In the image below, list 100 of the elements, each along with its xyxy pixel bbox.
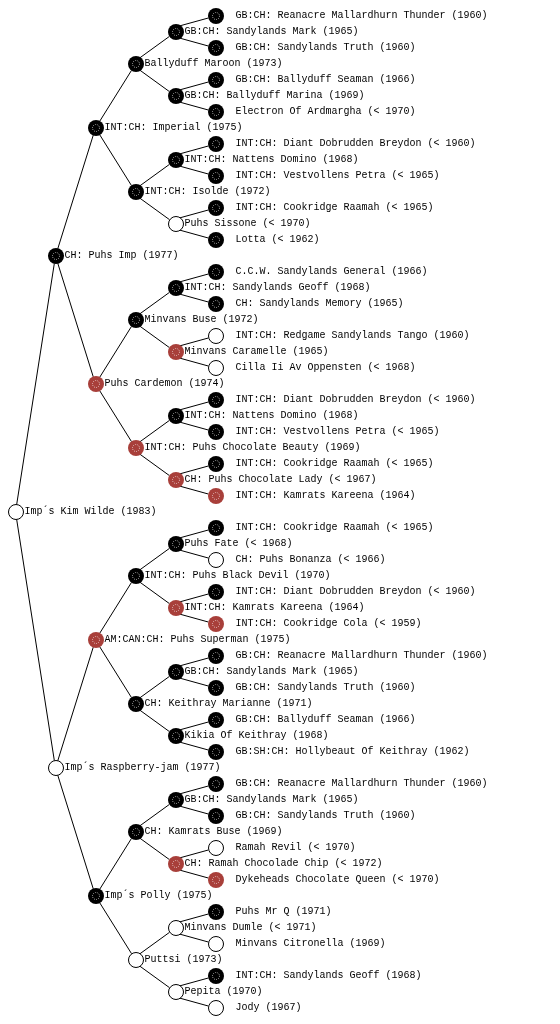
pedigree-circle <box>127 952 144 968</box>
dog-name: Puhs Fate (< 1968) <box>184 539 293 549</box>
pedigree-circle <box>207 328 224 344</box>
connector-line <box>98 69 133 123</box>
dog-name: Puhs Cardemon (1974) <box>104 379 225 389</box>
dog-name: CH: Puhs Bonanza (< 1966) <box>235 555 386 565</box>
connector-line <box>98 133 133 187</box>
connector-line <box>139 419 170 443</box>
dog-name: GB:SH:CH: Hollybeaut Of Keithray (1962) <box>235 747 470 757</box>
connector-line <box>98 325 133 379</box>
dog-name: Imp´s Raspberry-jam (1977) <box>64 763 221 773</box>
connector-line <box>179 657 209 667</box>
connector-line <box>179 293 209 303</box>
dog-name: Jody (1967) <box>235 1003 302 1013</box>
pedigree-circle <box>87 120 104 136</box>
pedigree-circle <box>167 984 184 1000</box>
pedigree-circle <box>207 200 224 216</box>
dog-name: INT:CH: Vestvollens Petra (< 1965) <box>235 171 440 181</box>
dog-name: Minvans Caramelle (1965) <box>184 347 329 357</box>
connector-line <box>179 273 209 283</box>
connector-line <box>179 209 209 219</box>
pedigree-circle <box>207 872 224 888</box>
dog-name: INT:CH: Cookridge Raamah (< 1965) <box>235 203 434 213</box>
connector-line <box>139 581 170 605</box>
dog-name: INT:CH: Cookridge Cola (< 1959) <box>235 619 422 629</box>
connector-line <box>179 805 209 815</box>
connector-line <box>179 421 209 431</box>
connector-line <box>57 262 94 378</box>
connector-line <box>179 145 209 155</box>
connector-line <box>139 325 170 349</box>
dog-name: Imp´s Kim Wilde (1983) <box>24 507 157 517</box>
pedigree-circle <box>127 184 144 200</box>
dog-name: Electron Of Ardmargha (< 1970) <box>235 107 416 117</box>
pedigree-circle <box>167 24 184 40</box>
pedigree-circle <box>87 888 104 904</box>
connector-line <box>179 81 209 91</box>
connector-line <box>98 581 133 635</box>
connector-line <box>179 529 209 539</box>
dog-name: Cilla Ii Av Oppensten (< 1968) <box>235 363 416 373</box>
connector-line <box>57 134 94 250</box>
dog-name: GB:CH: Sandylands Mark (1965) <box>184 795 359 805</box>
dog-name: Ramah Revil (< 1970) <box>235 843 356 853</box>
dog-name: GB:CH: Sandylands Truth (1960) <box>235 683 416 693</box>
pedigree-circle <box>207 744 224 760</box>
connector-line <box>98 837 133 891</box>
pedigree-circle <box>167 344 184 360</box>
dog-name: Minvans Citronella (1969) <box>235 939 386 949</box>
dog-name: GB:CH: Sandylands Truth (1960) <box>235 43 416 53</box>
pedigree-circle <box>207 904 224 920</box>
pedigree-circle <box>127 56 144 72</box>
dog-name: Puhs Sissone (< 1970) <box>184 219 311 229</box>
connector-line <box>139 547 170 571</box>
pedigree-circle <box>207 168 224 184</box>
connector-line <box>139 197 170 221</box>
connector-line <box>179 785 209 795</box>
connector-line <box>179 101 209 111</box>
pedigree-circle <box>207 456 224 472</box>
connector-line <box>57 646 94 762</box>
connector-line <box>139 453 170 477</box>
pedigree-circle <box>47 248 64 264</box>
connector-line <box>179 593 209 603</box>
pedigree-circle <box>127 568 144 584</box>
connector-line <box>139 69 170 93</box>
dog-name: INT:CH: Puhs Chocolate Beauty (1969) <box>144 443 361 453</box>
dog-name: GB:CH: Sandylands Mark (1965) <box>184 667 359 677</box>
connector-line <box>139 709 170 733</box>
dog-name: CH: Kamrats Buse (1969) <box>144 827 283 837</box>
pedigree-circle <box>167 152 184 168</box>
pedigree-circle <box>87 376 104 392</box>
connector-line <box>179 357 209 367</box>
dog-name: Puttsi (1973) <box>144 955 223 965</box>
dog-name: INT:CH: Cookridge Raamah (< 1965) <box>235 523 434 533</box>
pedigree-circle <box>167 728 184 744</box>
pedigree-circle <box>207 136 224 152</box>
connector-line <box>139 675 170 699</box>
pedigree-circle <box>127 440 144 456</box>
dog-name: CH: Sandylands Memory (1965) <box>235 299 404 309</box>
connector-line <box>179 465 209 475</box>
pedigree-circle <box>87 632 104 648</box>
pedigree-circle <box>207 72 224 88</box>
dog-name: CH: Keithray Marianne (1971) <box>144 699 313 709</box>
connector-line <box>179 997 209 1007</box>
dog-name: INT:CH: Imperial (1975) <box>104 123 243 133</box>
dog-name: Kikia Of Keithray (1968) <box>184 731 329 741</box>
dog-name: INT:CH: Sandylands Geoff (1968) <box>184 283 371 293</box>
dog-name: GB:CH: Reanacre Mallardhurn Thunder (1960) <box>235 11 488 21</box>
dog-name: Lotta (< 1962) <box>235 235 320 245</box>
pedigree-circle <box>167 408 184 424</box>
pedigree-circle <box>127 824 144 840</box>
connector-line <box>179 549 209 559</box>
connector-line <box>179 869 209 879</box>
connector-line <box>16 262 55 506</box>
connector-line <box>139 291 170 315</box>
dog-name: CH: Puhs Chocolate Lady (< 1967) <box>184 475 377 485</box>
dog-name: Minvans Dumle (< 1971) <box>184 923 317 933</box>
pedigree-circle <box>127 696 144 712</box>
connector-line <box>57 774 94 890</box>
pedigree-circle <box>127 312 144 328</box>
pedigree-circle <box>207 1000 224 1016</box>
pedigree-circle <box>207 616 224 632</box>
